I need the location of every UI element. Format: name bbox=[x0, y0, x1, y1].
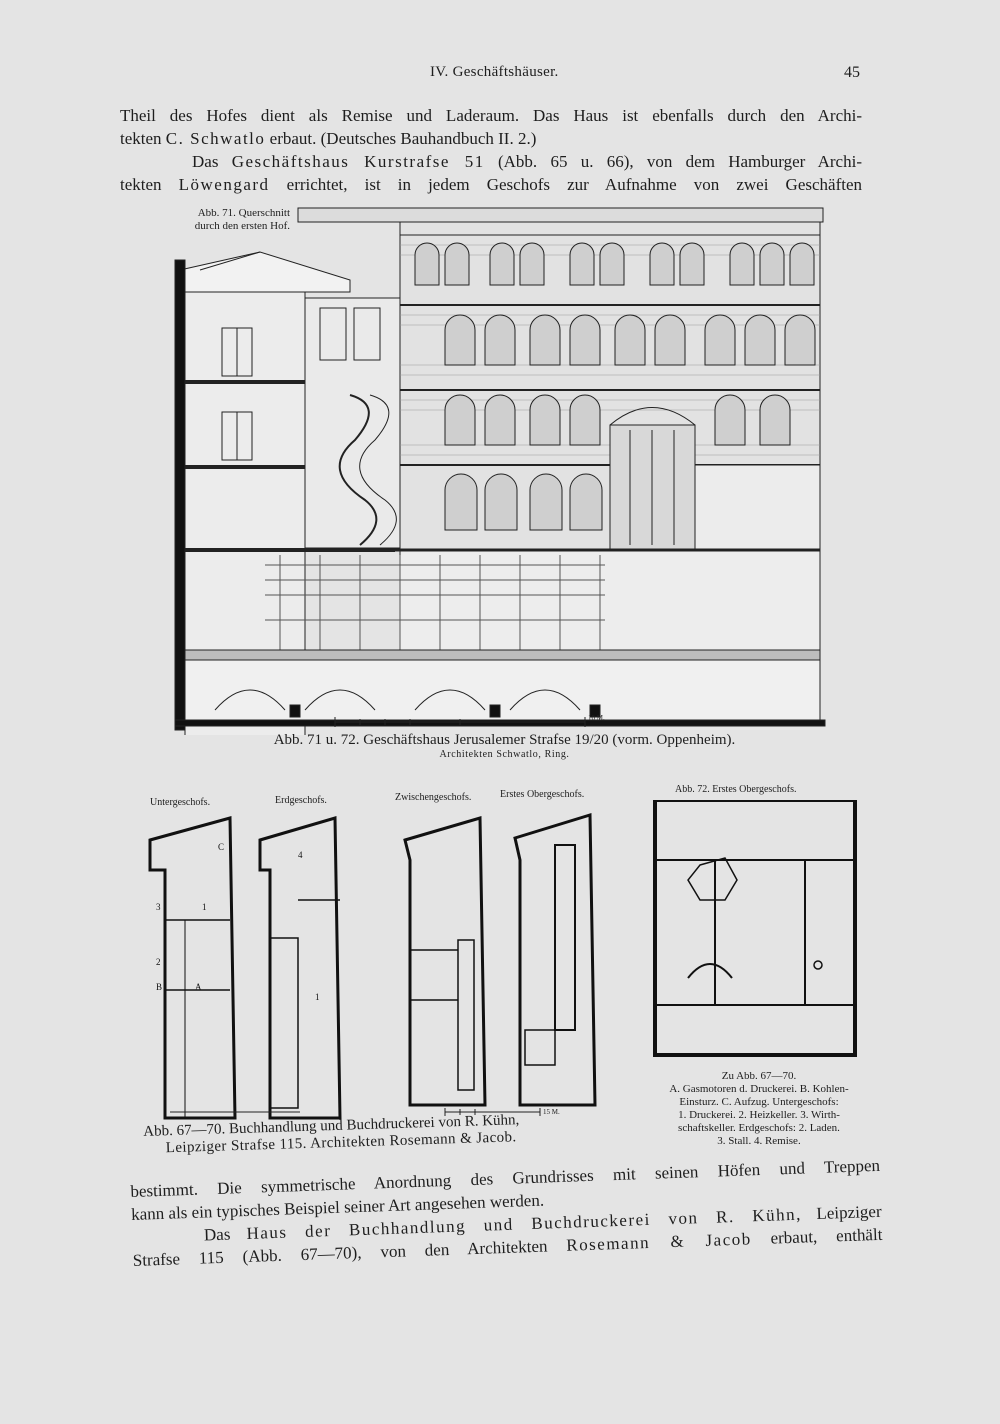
plan-label-abb72: Abb. 72. Erstes Obergeschofs. bbox=[675, 784, 797, 795]
text-run: Das bbox=[203, 1223, 247, 1245]
figure-label-line: durch den ersten Hof. bbox=[194, 220, 290, 232]
plans-legend: Zu Abb. 67—70. A. Gasmotoren d. Druckere… bbox=[648, 1070, 870, 1148]
plan-label-zwischengeschoss: Zwischengeschofs. bbox=[395, 792, 472, 803]
text-run: errichtet, ist in jedem Geschofs zur Auf… bbox=[269, 175, 863, 194]
running-header: IV. Geschäftshäuser. 45 bbox=[120, 64, 860, 88]
text-run: (Abb. 65 u. 66), von dem Hamburger Archi… bbox=[484, 152, 862, 171]
room-mark: 3 bbox=[156, 902, 161, 912]
room-mark: B bbox=[156, 982, 162, 992]
text-run: tekten bbox=[120, 129, 166, 148]
text-run: erbaut. (Deutsches Bauhandbuch II. 2.) bbox=[265, 129, 537, 148]
caption-71-72: Abb. 71 u. 72. Geschäftshaus Jerusalemer… bbox=[232, 732, 777, 760]
cross-section-drawing: 10 M. bbox=[174, 207, 826, 735]
legend-line: Zu Abb. 67—70. bbox=[721, 1070, 797, 1082]
intro-paragraph: Theil des Hofes dient als Remise und Lad… bbox=[120, 104, 862, 150]
plan-scale-label: 15 M. bbox=[543, 1108, 560, 1116]
room-mark: 1 bbox=[315, 992, 320, 1002]
legend-line: Einsturz. C. Aufzug. Untergeschofs: bbox=[679, 1096, 839, 1108]
room-mark: 1 bbox=[202, 902, 207, 912]
caption-main: Abb. 71 u. 72. Geschäftshaus Jerusalemer… bbox=[273, 732, 736, 748]
intro-line-1: Theil des Hofes dient als Remise und Lad… bbox=[120, 106, 862, 125]
plan-label-untergeschoss: Untergeschofs. bbox=[150, 797, 211, 808]
architect-name: C. Schwatlo bbox=[165, 129, 266, 148]
intro-line-2: tekten C. Schwatlo erbaut. (Deutsches Ba… bbox=[120, 127, 862, 150]
figure-71-label: Abb. 71. Querschnitt durch den ersten Ho… bbox=[148, 207, 290, 233]
para2-line-1: Das Geschäftshaus Kurstrafse 51 (Abb. 65… bbox=[120, 150, 862, 173]
figure-label-line: Abb. 71. Querschnitt bbox=[197, 207, 290, 219]
text-run: , Leipziger bbox=[795, 1201, 882, 1224]
legend-line: schaftskeller. Erdgeschofs: 2. Laden. bbox=[678, 1122, 840, 1134]
room-mark: 4 bbox=[298, 850, 303, 860]
building-name: Geschäftshaus Kurstrafse 51 bbox=[231, 152, 485, 171]
section-scale-label: 10 M. bbox=[588, 714, 605, 722]
architect-name: Löwengard bbox=[178, 175, 270, 194]
architect-name: Rosemann & Jacob bbox=[565, 1229, 752, 1255]
text-run: tekten bbox=[120, 175, 179, 194]
section-title: IV. Geschäftshäuser. bbox=[430, 64, 559, 80]
text-run: Das bbox=[192, 152, 232, 171]
paragraph-kurstrasse: Das Geschäftshaus Kurstrafse 51 (Abb. 65… bbox=[120, 150, 862, 196]
floor-plans-drawing: C 1 2 3 B A 4 1 15 M. bbox=[148, 800, 857, 1120]
plan-label-erdgeschoss: Erdgeschofs. bbox=[275, 795, 327, 806]
plan-label-erstes-obergeschoss: Erstes Obergeschofs. bbox=[500, 789, 585, 800]
closing-paragraph: bestimmt. Die symmetrische Anordnung des… bbox=[130, 1154, 883, 1272]
text-run: erbaut, enthält bbox=[751, 1224, 883, 1249]
legend-line: A. Gasmotoren d. Druckerei. B. Kohlen- bbox=[669, 1083, 849, 1095]
page-number: 45 bbox=[844, 64, 860, 81]
caption-sub: Architekten Schwatlo, Ring. bbox=[439, 749, 570, 760]
para2-line-2: tekten Löwengard errichtet, ist in jedem… bbox=[120, 173, 862, 196]
legend-line: 3. Stall. 4. Remise. bbox=[717, 1135, 801, 1147]
room-mark: C bbox=[218, 842, 224, 852]
room-mark: A bbox=[195, 982, 202, 992]
room-mark: 2 bbox=[156, 957, 161, 967]
legend-line: 1. Druckerei. 2. Heizkeller. 3. Wirth- bbox=[678, 1109, 840, 1121]
